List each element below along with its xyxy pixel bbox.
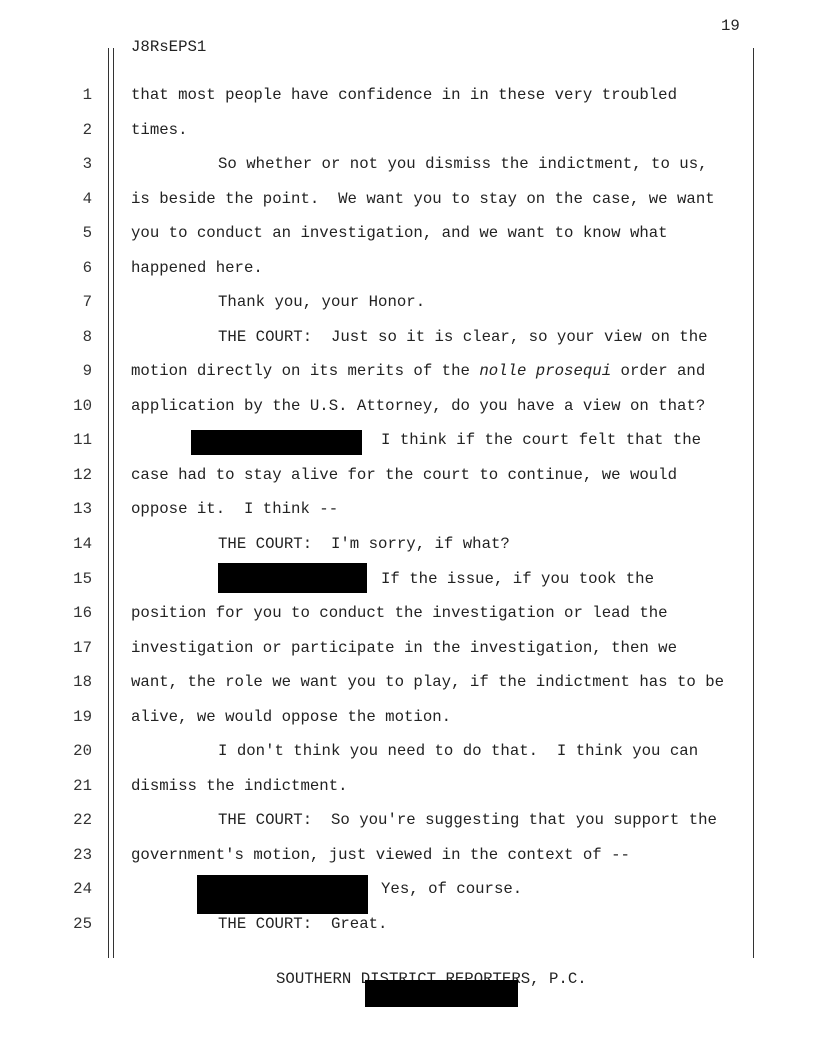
line-number: 6 — [82, 258, 92, 277]
line-number: 4 — [82, 189, 92, 208]
transcript-line: Thank you, your Honor. — [218, 293, 426, 312]
transcript-line: THE COURT: So you're suggesting that you… — [218, 811, 717, 830]
line-number: 17 — [73, 638, 92, 657]
line-number: 13 — [73, 500, 92, 519]
transcript-line: So whether or not you dismiss the indict… — [218, 155, 708, 174]
line-text: motion directly on its merits of the — [131, 362, 480, 381]
line-number: 22 — [73, 811, 92, 830]
transcript-line: you to conduct an investigation, and we … — [131, 224, 668, 243]
line-number: 16 — [73, 604, 92, 623]
transcript-line: that most people have confidence in in t… — [131, 86, 678, 104]
line-number: 5 — [82, 224, 92, 243]
transcript-line: oppose it. I think -- — [131, 500, 339, 519]
left-margin-rule-inner — [113, 48, 114, 958]
transcript-line: want, the role we want you to play, if t… — [131, 673, 725, 692]
line-number: 14 — [73, 535, 92, 554]
transcript-line: happened here. — [131, 258, 263, 277]
transcript-line: If the issue, if you took the — [381, 569, 655, 588]
right-margin-rule — [753, 48, 754, 958]
transcript-line: case had to stay alive for the court to … — [131, 465, 678, 484]
line-number: 21 — [73, 776, 92, 795]
transcript-line: times. — [131, 120, 188, 139]
redaction-box — [218, 563, 367, 593]
italic-term: nolle prosequi — [479, 362, 612, 381]
left-margin-rule-outer — [108, 48, 109, 958]
line-number: 24 — [73, 880, 92, 899]
line-number: 10 — [73, 396, 92, 415]
line-number: 9 — [82, 362, 92, 381]
line-number: 20 — [73, 742, 92, 761]
transcript-line: alive, we would oppose the motion. — [131, 707, 452, 726]
transcript-line: position for you to conduct the investig… — [131, 604, 668, 623]
transcript-line: application by the U.S. Attorney, do you… — [131, 396, 706, 415]
line-number: 12 — [73, 465, 92, 484]
line-number: 3 — [82, 155, 92, 174]
line-number: 11 — [73, 431, 92, 450]
transcript-line: investigation or participate in the inve… — [131, 638, 678, 657]
transcript-line: THE COURT: Great. — [218, 914, 388, 933]
transcript-line: THE COURT: Just so it is clear, so your … — [218, 327, 708, 346]
redaction-box — [197, 875, 368, 914]
line-number: 15 — [73, 569, 92, 588]
line-number: 8 — [82, 327, 92, 346]
transcript-line: THE COURT: I'm sorry, if what? — [218, 535, 510, 554]
line-number: 1 — [82, 86, 92, 104]
line-number: 2 — [82, 120, 92, 139]
transcript-line: I don't think you need to do that. I thi… — [218, 742, 699, 761]
transcript-line: motion directly on its merits of the nol… — [131, 362, 705, 380]
transcript-line: I think if the court felt that the — [381, 431, 702, 450]
line-number: 18 — [73, 673, 92, 692]
page-number: 19 — [721, 17, 740, 35]
line-number: 7 — [82, 293, 92, 312]
line-number: 19 — [73, 707, 92, 726]
line-text: order and — [611, 362, 706, 381]
redaction-box — [365, 980, 518, 1007]
document-id: J8RsEPS1 — [131, 38, 207, 56]
redaction-box — [191, 430, 362, 455]
line-number: 23 — [73, 845, 92, 864]
transcript-line: dismiss the indictment. — [131, 776, 348, 795]
transcript-line: is beside the point. We want you to stay… — [131, 189, 715, 208]
transcript-line: government's motion, just viewed in the … — [131, 845, 630, 864]
transcript-line: Yes, of course. — [381, 880, 523, 899]
line-number: 25 — [73, 914, 92, 933]
